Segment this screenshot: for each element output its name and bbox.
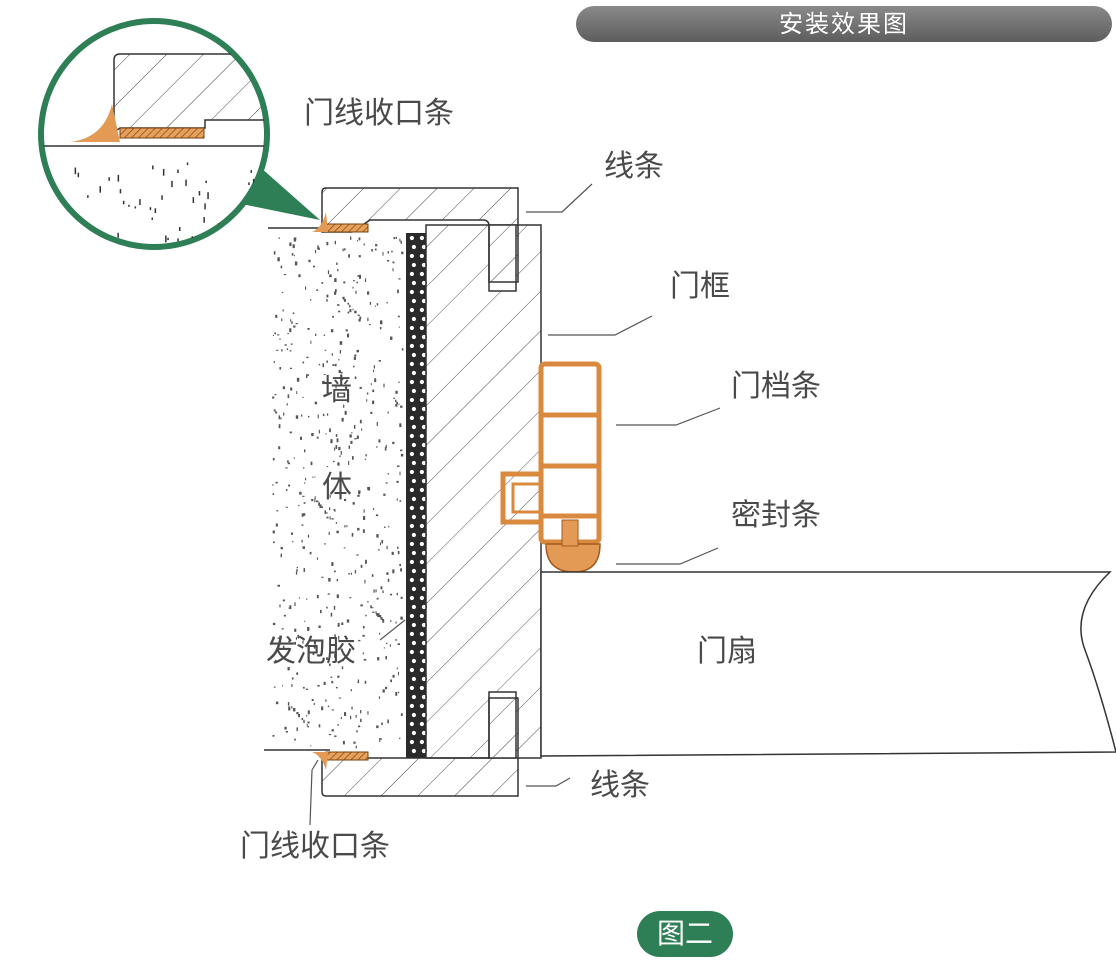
page-title: 安装效果图: [576, 6, 1112, 42]
zoom-callout: [38, 18, 320, 250]
molding-top: [321, 187, 519, 283]
label-wall-1: 墙: [322, 373, 352, 408]
label-door-frame: 门框: [670, 269, 730, 304]
label-wall-2: 体: [322, 470, 352, 505]
trim-seal-top: [312, 212, 369, 233]
molding-bottom: [321, 697, 519, 797]
label-seal-strip: 密封条: [731, 498, 821, 533]
door-frame: [425, 224, 542, 759]
wall-body: [264, 227, 406, 751]
figure-badge: 图二: [637, 911, 733, 957]
label-door-leaf: 门扇: [697, 634, 757, 669]
door-leaf: [540, 571, 1116, 757]
foam-strip: [406, 233, 427, 758]
leader-lines: [309, 183, 721, 826]
label-trim-seal-top: 门线收口条: [304, 96, 454, 131]
label-door-stop: 门档条: [731, 369, 821, 404]
label-molding-top: 线条: [604, 149, 664, 184]
door-stop: [500, 361, 602, 545]
label-foam: 发泡胶: [266, 634, 356, 669]
trim-seal-bottom: [312, 751, 369, 770]
label-trim-seal-bottom: 门线收口条: [240, 829, 390, 864]
label-molding-bottom: 线条: [590, 768, 650, 803]
